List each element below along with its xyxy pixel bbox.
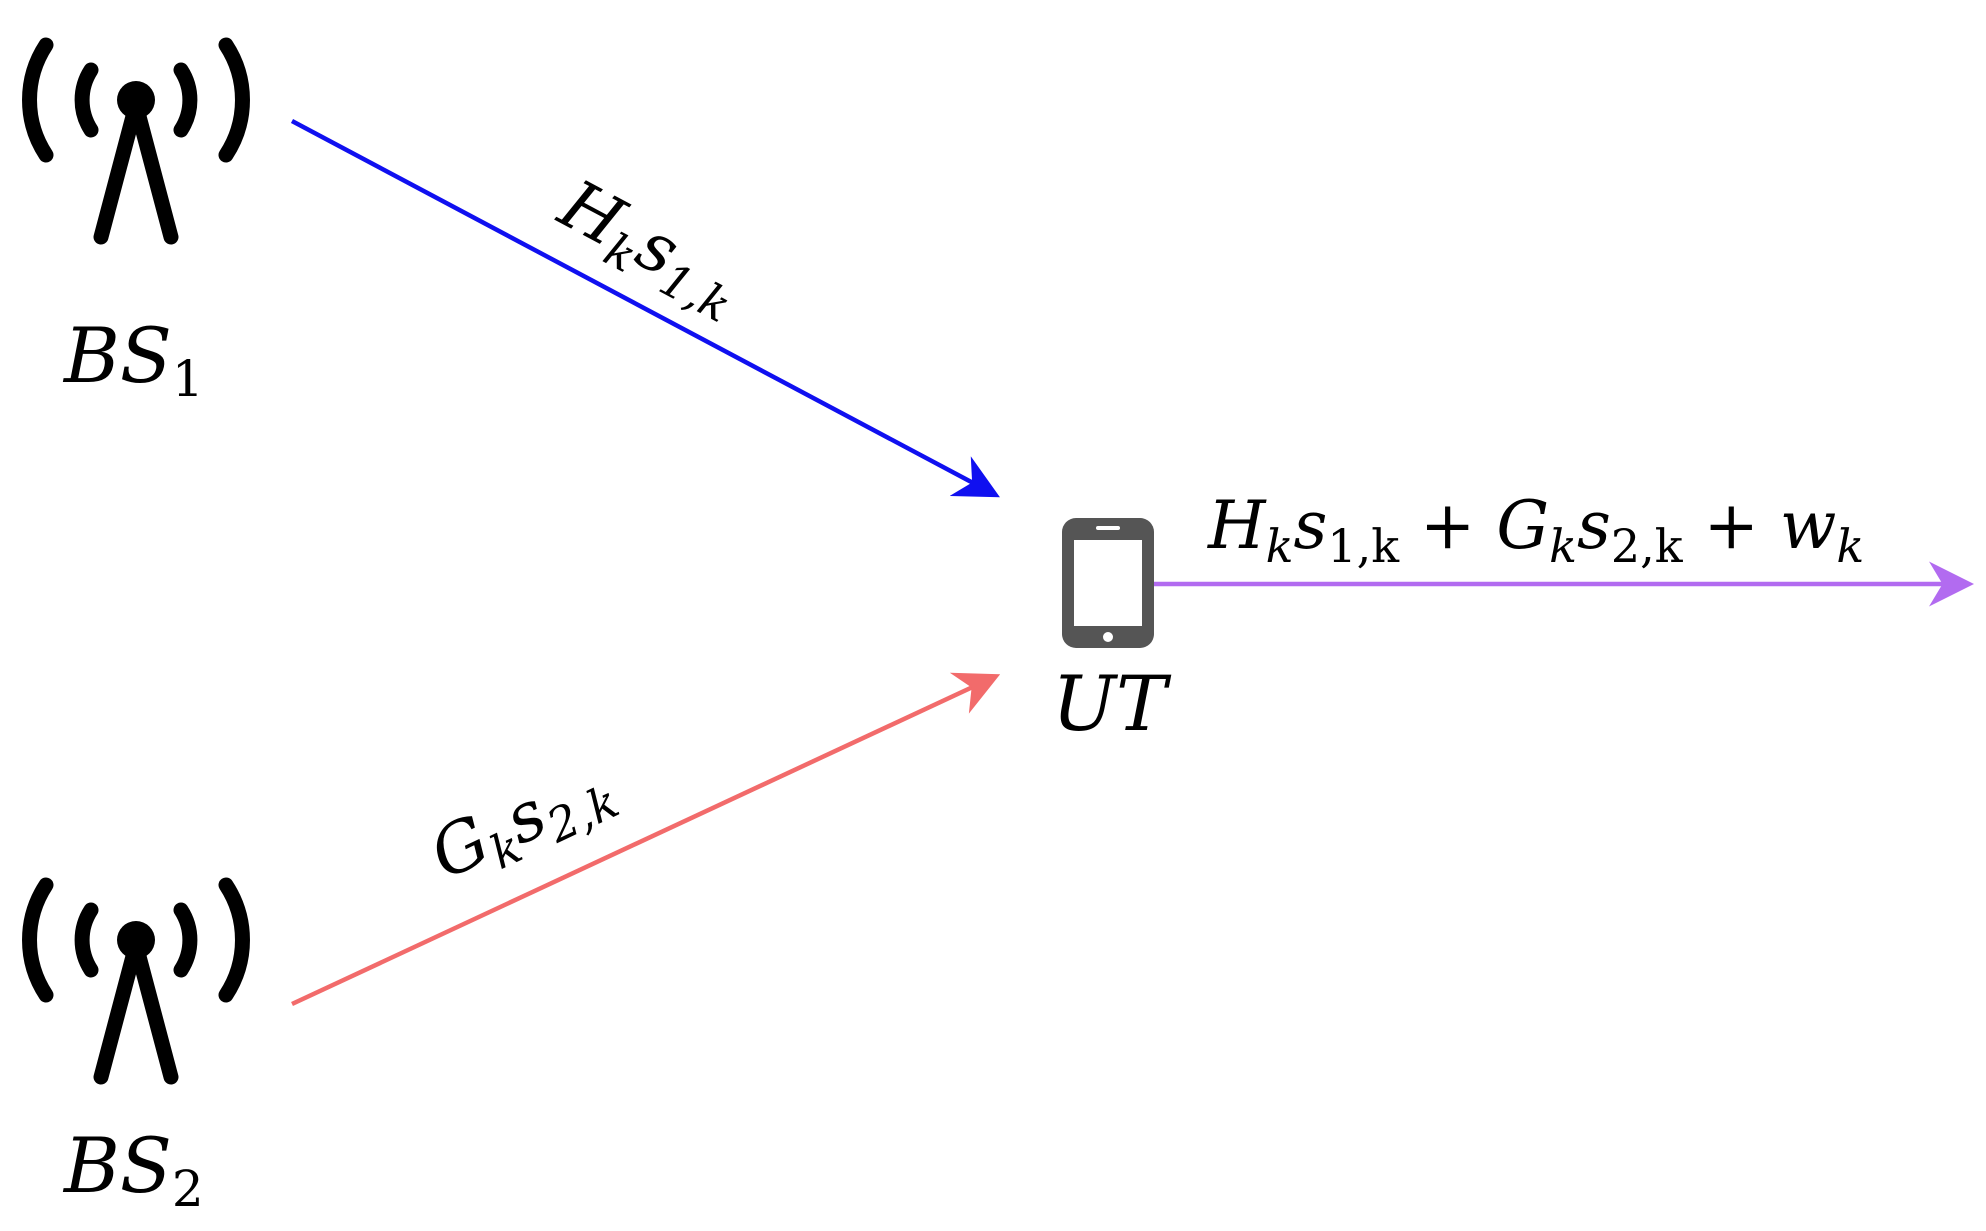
label-bs1-link: Hks1,k	[541, 164, 755, 333]
ut-label: UT	[1052, 659, 1167, 748]
antenna-tower-icon	[22, 877, 250, 1085]
link-bs1-to-ut	[290, 119, 1000, 498]
antenna-tower-icon	[22, 37, 250, 245]
bs2-label: BS2	[64, 1121, 204, 1218]
link-bs2-to-ut	[291, 672, 1001, 1007]
label-bs2-link: Gks2,k	[419, 744, 627, 903]
mobile-phone-icon	[1062, 518, 1154, 648]
label-ut-output: Hks1,k + Gks2,k + wk	[1207, 487, 1864, 573]
bs1-label: BS1	[64, 311, 204, 408]
